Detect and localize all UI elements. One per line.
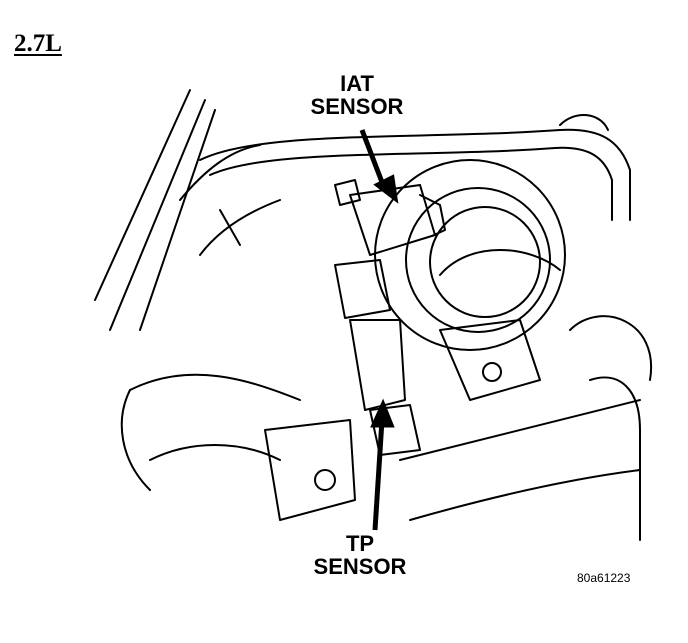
left-hose-clamp: [219, 209, 241, 246]
right-loop: [569, 315, 653, 381]
figure-code: 80a61223: [577, 571, 631, 585]
lower-hose-end: [120, 389, 151, 491]
left-hose-top: [179, 144, 261, 201]
tp-sensor-top: [334, 259, 391, 319]
iat-leader-arrowhead: [373, 174, 399, 204]
lower-hose-top: [129, 373, 301, 401]
throttle-body-outer: [374, 159, 566, 351]
upper-hose-inner: [209, 146, 613, 221]
throttle-body-inner: [429, 206, 541, 318]
right-bolt: [482, 362, 502, 382]
left-hose-bottom: [199, 199, 281, 256]
iat-sensor-label: IAT SENSOR: [292, 72, 422, 118]
right-edge-block: [589, 376, 641, 541]
hood-edge-inner: [109, 99, 206, 331]
tp-leader-arrowhead: [370, 398, 395, 428]
iat-label-line-2: SENSOR: [310, 94, 404, 120]
lower-hose-bottom: [149, 444, 281, 461]
tp-leader-line: [372, 419, 385, 531]
upper-hose-end: [559, 113, 609, 131]
throttle-bore: [439, 249, 561, 276]
iat-leader-line: [359, 129, 388, 191]
engine-title: 2.7L: [14, 30, 62, 57]
tp-label-line-1: TP: [345, 531, 375, 556]
hood-edge-mid: [139, 109, 216, 331]
lower-bracket: [264, 419, 356, 521]
tp-sensor-body: [349, 319, 406, 411]
lower-bolt: [314, 469, 336, 491]
iat-sensor-nose: [419, 194, 446, 237]
tp-sensor-label: TP SENSOR: [295, 532, 425, 578]
tp-sensor-mount: [369, 404, 421, 456]
hood-edge-outer: [94, 89, 191, 301]
tp-label-line-2: SENSOR: [313, 554, 407, 580]
plenum-lower: [409, 469, 641, 521]
plenum-curve: [399, 399, 641, 461]
throttle-body-ring: [405, 187, 551, 333]
right-bracket: [439, 319, 541, 401]
iat-label-line-1: IAT: [340, 71, 374, 96]
iat-connector-tab: [334, 179, 361, 206]
